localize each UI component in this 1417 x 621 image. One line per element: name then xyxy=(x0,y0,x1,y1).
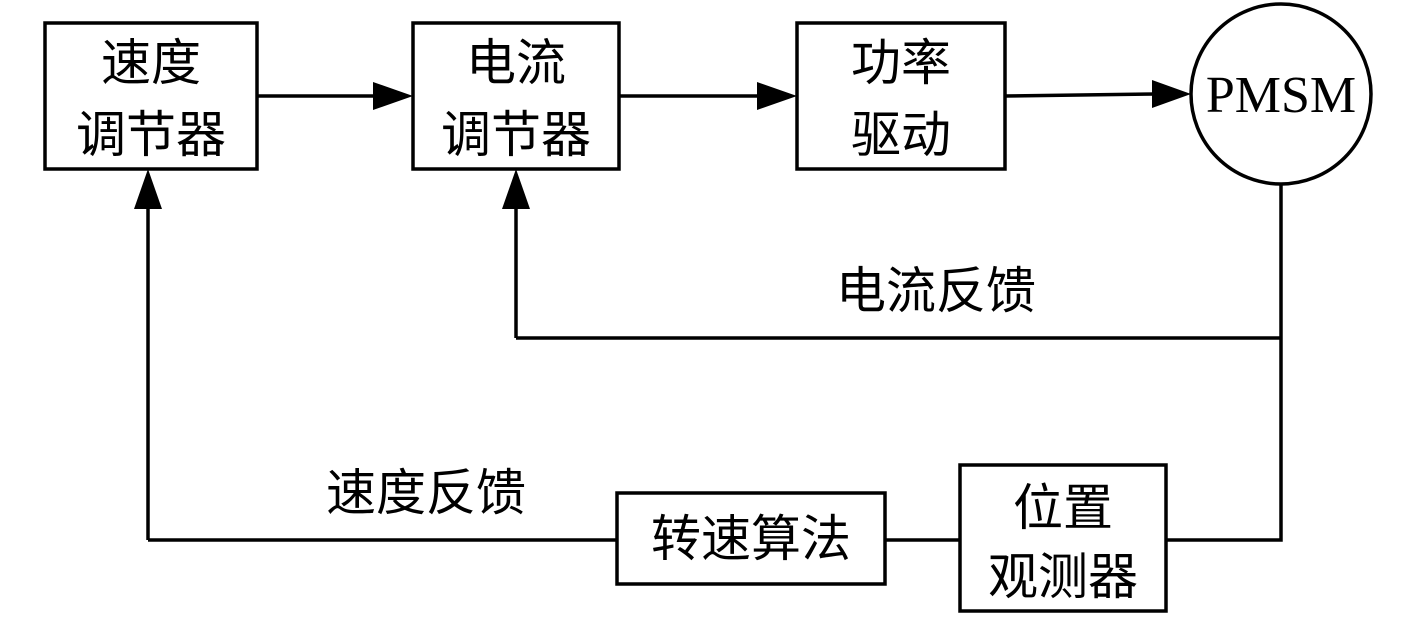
speed-feedback-path xyxy=(134,169,617,542)
speed-regulator-block: 速度 调节器 xyxy=(43,21,259,171)
speed-algorithm-label: 转速算法 xyxy=(651,510,851,568)
power-drive-label-line1: 功率 xyxy=(851,34,951,92)
current-feedback-label: 电流反馈 xyxy=(836,262,1036,320)
current-feedback-path xyxy=(502,169,1283,542)
current-regulator-label-line1: 电流 xyxy=(466,34,566,92)
speed-feedback-label: 速度反馈 xyxy=(326,464,526,522)
pmsm-label: PMSM xyxy=(1206,67,1356,124)
current-regulator-block: 电流 调节器 xyxy=(411,21,621,171)
power-drive-block: 功率 驱动 xyxy=(795,21,1007,171)
position-observer-label-line1: 位置 xyxy=(1013,479,1113,537)
speed-algorithm-block: 转速算法 xyxy=(615,491,887,586)
pmsm-motor: PMSM xyxy=(1189,2,1373,186)
position-observer-label-line2: 观测器 xyxy=(988,548,1138,606)
arrow-power-to-motor xyxy=(1004,80,1191,108)
speed-regulator-label-line1: 速度 xyxy=(101,34,201,92)
arrow-current-to-power xyxy=(619,82,797,110)
current-regulator-label-line2: 调节器 xyxy=(441,106,591,164)
power-drive-label-line2: 驱动 xyxy=(851,106,951,164)
arrow-speed-to-current xyxy=(257,82,413,110)
speed-regulator-label-line2: 调节器 xyxy=(76,106,226,164)
position-observer-block: 位置 观测器 xyxy=(958,463,1168,613)
